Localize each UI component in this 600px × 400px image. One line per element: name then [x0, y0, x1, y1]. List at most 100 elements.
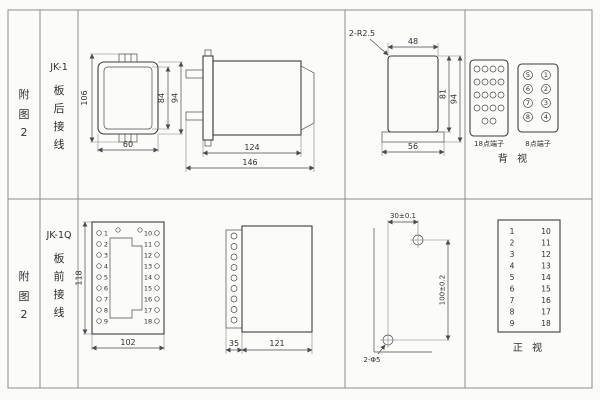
back-view-label: 背 视	[498, 152, 530, 165]
terminal-block-18: 18点端子	[469, 59, 509, 148]
terminal-holes-18	[473, 65, 505, 125]
drilling-plan: 30±0.1 100±0.2 2-Φ5	[364, 212, 451, 364]
dim-94: 94	[171, 93, 180, 103]
svg-text:18: 18	[144, 318, 152, 326]
case-body	[212, 60, 302, 136]
wiring-label-char: 接	[54, 288, 65, 301]
dim-30: 30±0.1	[390, 212, 416, 220]
dim-100: 100±0.2	[439, 275, 447, 305]
mount-tab-bottom	[118, 133, 138, 143]
svg-text:5: 5	[104, 274, 108, 282]
dim-121: 121	[269, 339, 284, 348]
svg-text:9: 9	[104, 318, 108, 326]
svg-text:13: 13	[541, 262, 551, 271]
svg-text:14: 14	[144, 274, 152, 282]
terminal-number: 3	[544, 99, 548, 107]
case-outline	[97, 61, 159, 135]
wiring-label-char: 线	[54, 305, 65, 319]
jk1-side-view: 124 146	[185, 49, 315, 172]
model-label: JK-1Q	[46, 230, 72, 241]
svg-text:1: 1	[510, 227, 515, 236]
svg-text:8: 8	[510, 308, 515, 317]
terminal-number: 2	[544, 85, 548, 93]
svg-text:3: 3	[104, 252, 108, 260]
svg-text:15: 15	[144, 285, 152, 293]
dim-94-cutout: 94	[450, 94, 459, 104]
dim-holes: 2-Φ5	[364, 356, 381, 364]
case-outline	[91, 221, 165, 335]
table-grid	[7, 9, 593, 389]
terminal-stack-screws	[230, 232, 238, 324]
svg-text:17: 17	[541, 308, 551, 317]
front-view-left-numbers: 1 2 3 4 5 6 7 8 9	[510, 227, 515, 328]
cutout-flange	[381, 131, 445, 143]
row2-labels: 附 图 2 JK-1Q 板 前 接 线	[19, 230, 72, 321]
dim-56: 56	[408, 142, 418, 151]
svg-text:10: 10	[144, 230, 152, 238]
dim-corner-radius: 2-R2.5	[349, 29, 375, 38]
cutout-outline	[387, 55, 439, 133]
fig-label-char: 2	[21, 308, 28, 321]
fig-label-char: 图	[19, 290, 30, 303]
dim-102: 102	[120, 338, 135, 347]
dim-106: 106	[80, 90, 89, 105]
terminal-number: 4	[544, 113, 548, 121]
fig-label-char: 2	[21, 126, 28, 139]
jk1q-front-view: 1 2 3 4 5 6 7 8 9 10 11 12 13 14 15 16 1…	[75, 221, 165, 351]
dim-81: 81	[439, 89, 448, 99]
terminal-number: 8	[526, 113, 530, 121]
terminal-number: 5	[526, 71, 530, 79]
block18-label: 18点端子	[474, 139, 504, 148]
svg-text:12: 12	[144, 252, 152, 260]
svg-text:2: 2	[104, 241, 108, 249]
dim-60: 60	[123, 140, 133, 149]
case-inner-outline	[103, 66, 153, 130]
svg-text:4: 4	[104, 263, 108, 271]
pilot-hole	[115, 227, 121, 233]
svg-text:10: 10	[541, 227, 551, 236]
dim-48: 48	[408, 37, 418, 46]
left-terminal-circles	[96, 230, 102, 324]
wiring-label-char: 接	[54, 120, 65, 133]
case-body	[241, 225, 313, 333]
wiring-label-char: 板	[54, 83, 65, 97]
front-view-label: 正 视	[513, 341, 545, 354]
rear-cover	[300, 65, 315, 131]
svg-text:17: 17	[144, 307, 152, 315]
inner-profile	[109, 237, 143, 319]
wiring-label-char: 前	[54, 269, 65, 283]
svg-text:13: 13	[144, 263, 152, 271]
svg-text:6: 6	[104, 285, 108, 293]
hole-bottom	[380, 332, 396, 348]
screw-top	[204, 49, 212, 57]
svg-text:18: 18	[541, 319, 551, 328]
fig-label-char: 附	[19, 269, 30, 283]
front-view: 1 2 3 4 5 6 7 8 9 10 11 12 13 14 15 16 1…	[497, 219, 561, 354]
block8-label: 8点端子	[525, 139, 550, 148]
svg-text:11: 11	[144, 241, 152, 249]
dim-35: 35	[229, 339, 239, 348]
terminal-stud-top	[185, 69, 204, 79]
svg-text:16: 16	[541, 296, 551, 305]
jk1q-side-view: 35 121	[225, 225, 313, 354]
svg-text:6: 6	[510, 285, 515, 294]
dim-84: 84	[157, 93, 166, 103]
pilot-hole	[137, 227, 143, 233]
dim-146: 146	[242, 158, 257, 167]
fig-label-char: 图	[19, 108, 30, 121]
svg-text:2: 2	[510, 239, 515, 248]
flange-plate	[202, 55, 214, 141]
wiring-label-char: 板	[54, 251, 65, 265]
terminal-stud-bottom	[185, 111, 204, 121]
front-view-right-numbers: 10 11 12 13 14 15 16 17 18	[541, 227, 551, 328]
terminal-table-outline	[497, 219, 561, 333]
svg-text:1: 1	[104, 230, 108, 238]
svg-text:5: 5	[510, 273, 515, 282]
row1-labels: 附 图 2 JK-1 板 后 接 线	[19, 62, 68, 151]
jk1-front-view: 106 84 94 60	[80, 53, 184, 153]
screw-bottom	[204, 139, 212, 147]
fig-label-char: 附	[19, 87, 30, 101]
dim-124: 124	[244, 143, 259, 152]
